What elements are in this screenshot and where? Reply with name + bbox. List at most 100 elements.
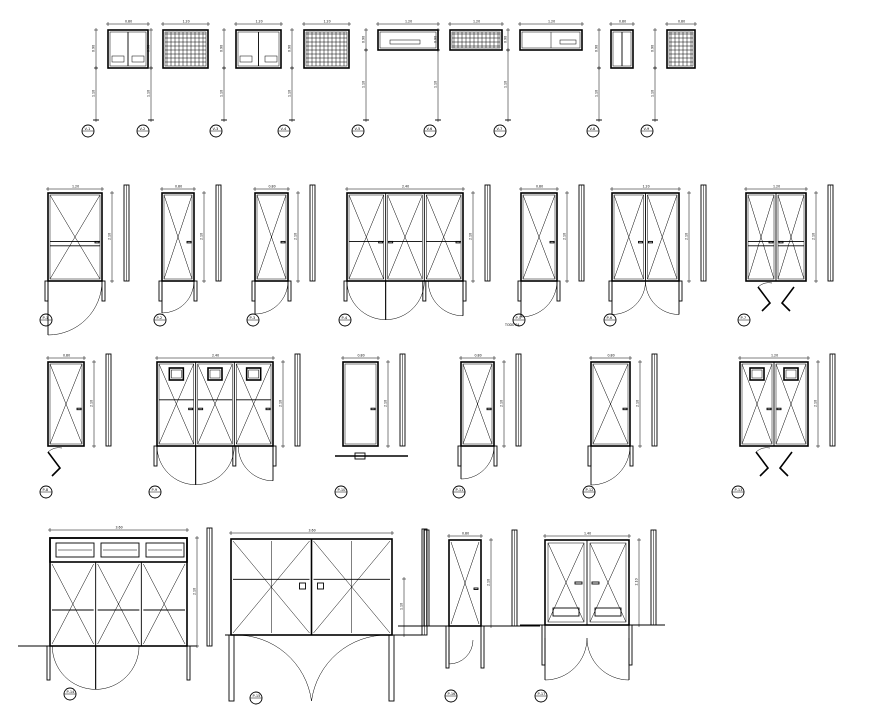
glazing-cross (97, 563, 140, 645)
swing-arc (385, 280, 425, 320)
tag-label: V-9 (644, 127, 651, 131)
door-elevation-4: 2.402.10P-4 (338, 185, 491, 327)
dimension-label: 2.10 (500, 400, 504, 407)
door-vent-glass (209, 369, 221, 379)
swing-arc (47, 447, 63, 453)
dimension-label: 0.80 (475, 354, 482, 358)
tag-label: P-1 (43, 316, 49, 320)
dimension-label: 1.10 (595, 90, 599, 97)
swing-arc (346, 280, 386, 320)
dimension-label: 1.10 (400, 603, 404, 610)
tag-label: P-3 (250, 316, 256, 320)
window-note-box (264, 55, 278, 63)
dimension-label: 3.60 (309, 529, 316, 533)
door-leaf (348, 194, 384, 280)
swing-arc (586, 637, 630, 681)
jamb-right (629, 445, 634, 467)
transom-panel (100, 542, 140, 558)
jamb-right (193, 280, 198, 302)
tag-label: V-2 (140, 127, 146, 131)
swing-arc (161, 280, 195, 314)
door-elevation-3: 0.802.10P-3 (246, 185, 316, 327)
tag-label: V-7 (497, 127, 503, 131)
window-frame (519, 29, 583, 51)
door-leaf (49, 363, 83, 445)
dimension-label: 2.10 (279, 400, 283, 407)
tag-label: P-7 (741, 316, 747, 320)
swing-arc (427, 280, 464, 317)
tag-label: P-9 (152, 488, 158, 492)
dimension-label: 0.90 (92, 45, 96, 52)
dimension-label: 2.10 (812, 233, 816, 240)
dimension-label: 1.40 (584, 532, 591, 536)
door-elevation-6: 1.202.10P-6 (603, 185, 707, 327)
dimension-label: 1.20 (773, 185, 780, 189)
dimension-label: 1.20 (183, 20, 190, 24)
glazing-cross (450, 541, 480, 625)
dimension-label: 0.90 (504, 36, 508, 43)
glazing-cross (49, 363, 83, 445)
glazing-cross (462, 363, 493, 445)
swing-arc (757, 282, 773, 288)
dimension-label: 0.90 (288, 45, 292, 52)
glazing-cross (522, 194, 556, 280)
dimension-label: 2.10 (108, 233, 112, 240)
glazing-cross (49, 194, 101, 280)
door-leaf (613, 194, 644, 280)
door-handle (370, 407, 376, 411)
dimension-label: 1.10 (147, 90, 151, 97)
dimension-label: 1.20 (473, 20, 480, 24)
dimension-label: 0.80 (462, 532, 469, 536)
door-elevation-5: 0.802.10P-5 (512, 185, 585, 327)
window-frame (303, 29, 350, 69)
kick-plate (552, 607, 580, 617)
swing-arc (47, 280, 103, 336)
tag-label: V-4 (281, 127, 288, 131)
jamb-right (388, 634, 395, 702)
window-glass (164, 31, 207, 67)
glazing-cross (51, 563, 94, 645)
dimension-label: 2.10 (636, 400, 640, 407)
door-leaf (775, 363, 807, 445)
door-frame (520, 192, 558, 282)
glazing-cross (348, 194, 384, 280)
door-elevation-12: 0.802.10P-12 (582, 354, 658, 499)
glazing-cross (236, 363, 272, 445)
dimension-label: 2.10 (200, 233, 204, 240)
door-frame (590, 361, 631, 447)
jamb-right (186, 645, 191, 681)
window-frame (235, 29, 282, 69)
door-handle (94, 240, 100, 244)
dimension-label: 2.10 (814, 400, 818, 407)
door-handle (638, 240, 643, 244)
door-vent (783, 367, 799, 381)
tag-label: V-6 (427, 127, 434, 131)
sheet-label: TODO P4 (504, 323, 519, 327)
jamb-left (153, 445, 158, 467)
door-leaf (158, 363, 194, 445)
door-handle (299, 582, 306, 590)
door-leaf (747, 194, 775, 280)
dimension-label: 0.80 (358, 354, 365, 358)
jamb-right (556, 280, 561, 302)
door-handle (317, 582, 324, 590)
door-handle (766, 407, 772, 411)
dimension-label: 1.10 (434, 81, 438, 88)
dimension-label: 0.80 (608, 354, 615, 358)
window-elevation-5: 1.200.901.10V-5 (351, 20, 440, 138)
door-frame (161, 192, 195, 282)
door-leaf (256, 194, 287, 280)
folding-leaf (47, 451, 62, 477)
glazing-cross (197, 363, 233, 445)
dimension-label: 0.90 (147, 45, 151, 52)
jamb-left (46, 645, 51, 681)
tag-label: P-11 (456, 488, 464, 492)
kick-plate (594, 607, 622, 617)
folding-leaf (780, 286, 795, 312)
drawing-layer: 0.800.901.10V-11.200.901.10V-21.200.901.… (18, 20, 836, 705)
tag-label: P-16 (448, 692, 457, 696)
glazing-cross (589, 542, 627, 623)
folding-leaf (778, 451, 793, 477)
slide-panel (354, 452, 366, 460)
